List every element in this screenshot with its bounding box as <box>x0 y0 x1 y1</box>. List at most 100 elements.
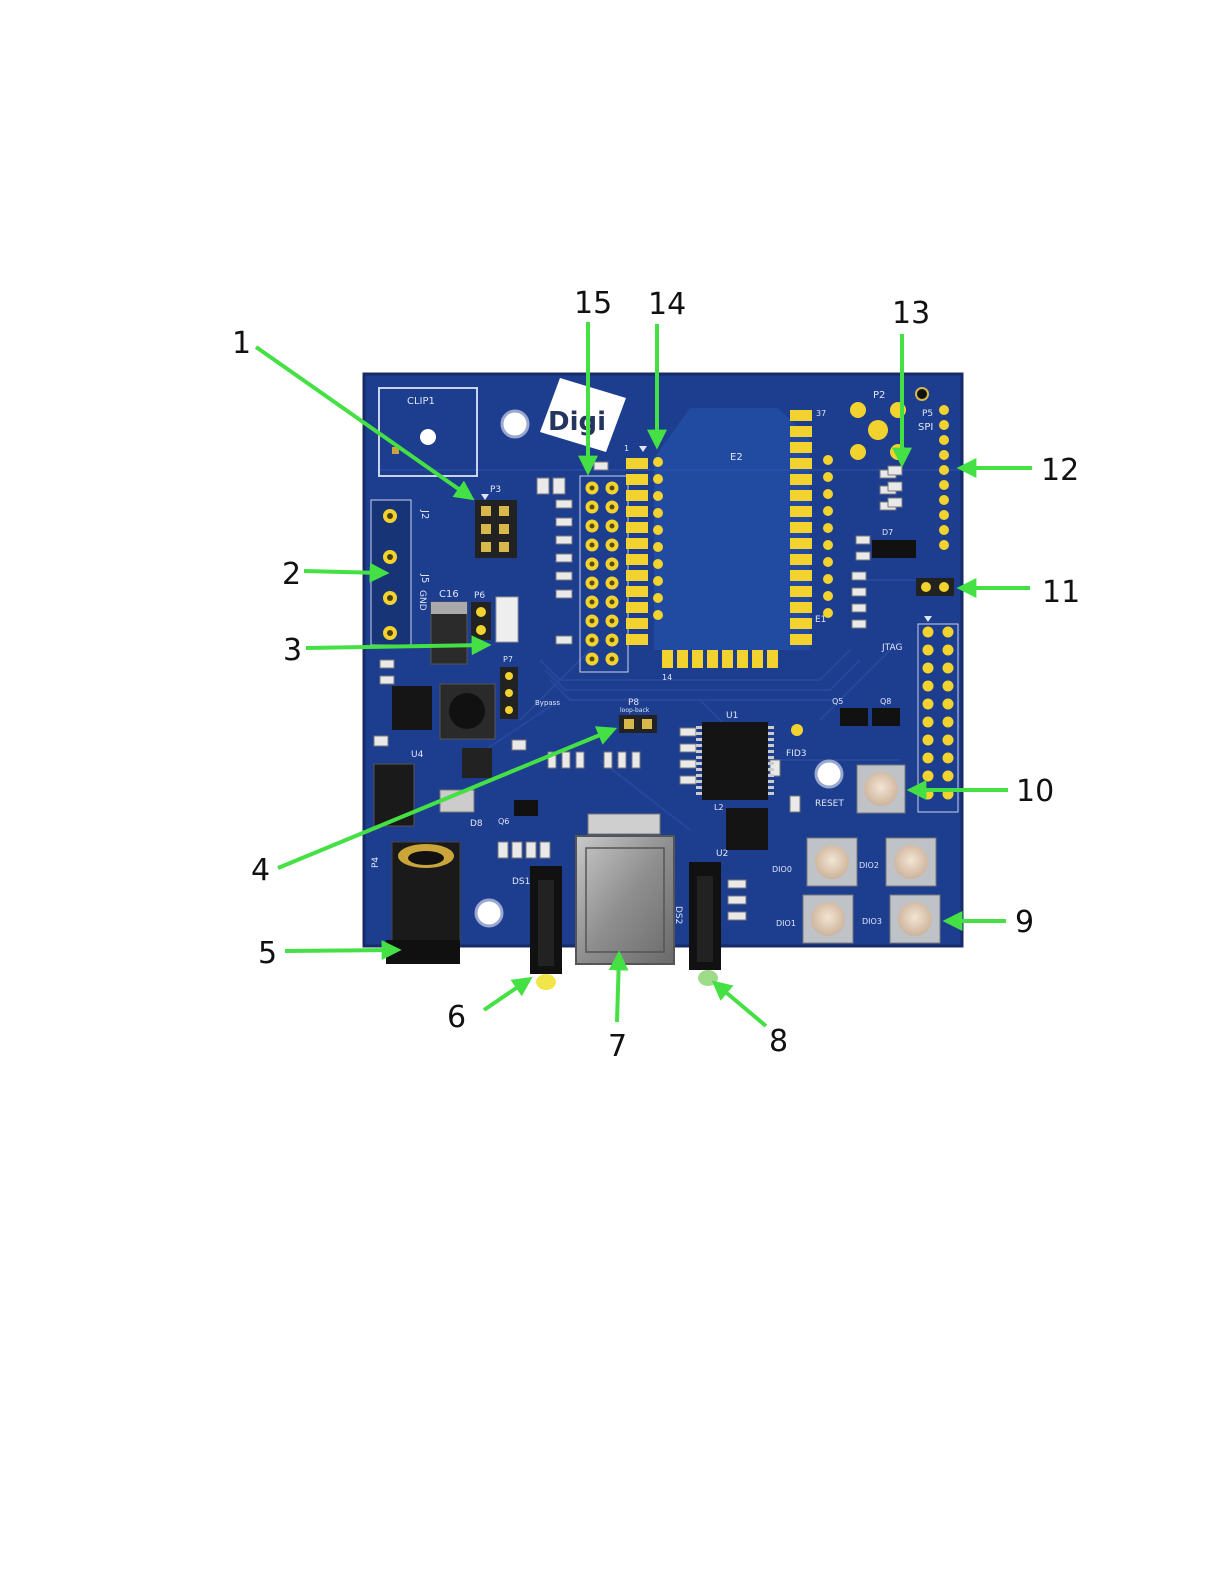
label-p7: P7 <box>503 655 513 664</box>
header-pin <box>943 663 954 674</box>
header-pin-hole <box>610 524 615 529</box>
callout-4: 4 <box>251 853 270 888</box>
header-pin <box>923 771 934 782</box>
callout-10: 10 <box>1016 774 1054 809</box>
header-pin <box>823 472 833 482</box>
usb-connector <box>576 814 674 964</box>
header-pin <box>653 610 663 620</box>
chip-pin <box>696 726 702 729</box>
header-pin <box>653 559 663 569</box>
smd-pad <box>790 554 812 565</box>
header-pin <box>939 510 949 520</box>
header-pin <box>823 523 833 533</box>
header-pin-hole <box>610 638 615 643</box>
smd-pad <box>626 634 648 645</box>
header-pin-hole <box>590 581 595 586</box>
header-pin-hole <box>590 562 595 567</box>
callout-3: 3 <box>283 633 302 668</box>
header-pin <box>923 717 934 728</box>
label-j5: J5 <box>419 573 430 583</box>
header-pin <box>653 474 663 484</box>
label-reset: RESET <box>815 799 844 809</box>
label-d7: D7 <box>882 528 893 537</box>
smd-pad <box>626 586 648 597</box>
smd-pad <box>626 570 648 581</box>
chip-pin <box>768 774 774 777</box>
smd-pad <box>662 650 673 668</box>
callout-12: 12 <box>1041 453 1079 488</box>
header-pin <box>939 465 949 475</box>
smd-pad <box>790 618 812 629</box>
smd-pad <box>752 650 763 668</box>
label-p2: P2 <box>873 390 885 401</box>
callout-5: 5 <box>258 936 277 971</box>
label-q5: Q5 <box>832 697 843 706</box>
header-pin <box>939 435 949 445</box>
header-pin <box>653 508 663 518</box>
smd-pad <box>626 538 648 549</box>
chip-pin <box>696 750 702 753</box>
header-pin <box>943 681 954 692</box>
chip-pin <box>696 744 702 747</box>
label-pin37: 37 <box>816 409 826 418</box>
smd-pad <box>790 522 812 533</box>
callout-8: 8 <box>769 1024 788 1059</box>
callout-7: 7 <box>608 1029 627 1064</box>
header-pin <box>939 495 949 505</box>
header-pin <box>943 699 954 710</box>
label-q6: Q6 <box>498 817 509 826</box>
header-pin-hole <box>610 505 615 510</box>
header-pin <box>823 506 833 516</box>
header-pin <box>943 771 954 782</box>
p10-header <box>916 578 954 596</box>
smd-pad <box>790 586 812 597</box>
smd-pad <box>790 442 812 453</box>
smd-pad <box>790 602 812 613</box>
chip-pin <box>696 756 702 759</box>
label-u4: U4 <box>411 750 424 760</box>
smd-pad <box>626 458 648 469</box>
label-j2: J2 <box>419 509 430 519</box>
label-e2: E2 <box>730 452 743 463</box>
header-pin <box>943 753 954 764</box>
logo-text: Digi <box>548 407 606 437</box>
arrow-5 <box>285 950 396 951</box>
label-d8: D8 <box>470 819 483 829</box>
header-pin <box>943 735 954 746</box>
callout-15: 15 <box>574 286 612 321</box>
u1-chip: U1 <box>696 711 774 800</box>
smd-pad <box>790 570 812 581</box>
header-pin <box>923 627 934 638</box>
header-pin <box>923 663 934 674</box>
label-gnd: GND <box>417 590 427 611</box>
arrow-6 <box>484 980 528 1010</box>
smd-pad <box>677 650 688 668</box>
header-pin-hole <box>590 524 595 529</box>
header-pin-hole <box>610 543 615 548</box>
header-pin <box>823 540 833 550</box>
label-dio2: DIO2 <box>859 861 879 870</box>
smd-pad <box>626 618 648 629</box>
label-dio1: DIO1 <box>776 919 796 928</box>
header-pin <box>653 576 663 586</box>
smd-pad <box>626 602 648 613</box>
smd-pad <box>626 490 648 501</box>
callout-11: 11 <box>1042 575 1080 610</box>
header-pin <box>823 455 833 465</box>
callout-13: 13 <box>892 296 930 331</box>
header-pin <box>823 557 833 567</box>
header-pin <box>923 735 934 746</box>
header-pin-hole <box>610 619 615 624</box>
header-pin-hole <box>590 543 595 548</box>
smd-pad <box>790 490 812 501</box>
header-pin <box>923 645 934 656</box>
smd-pad <box>790 474 812 485</box>
header-pin <box>823 608 833 618</box>
smd-pad <box>737 650 748 668</box>
header-pin-hole <box>610 600 615 605</box>
smd-pad <box>626 522 648 533</box>
smd-pad <box>626 506 648 517</box>
callout-2: 2 <box>282 557 301 592</box>
label-ds1: DS1 <box>512 877 530 887</box>
